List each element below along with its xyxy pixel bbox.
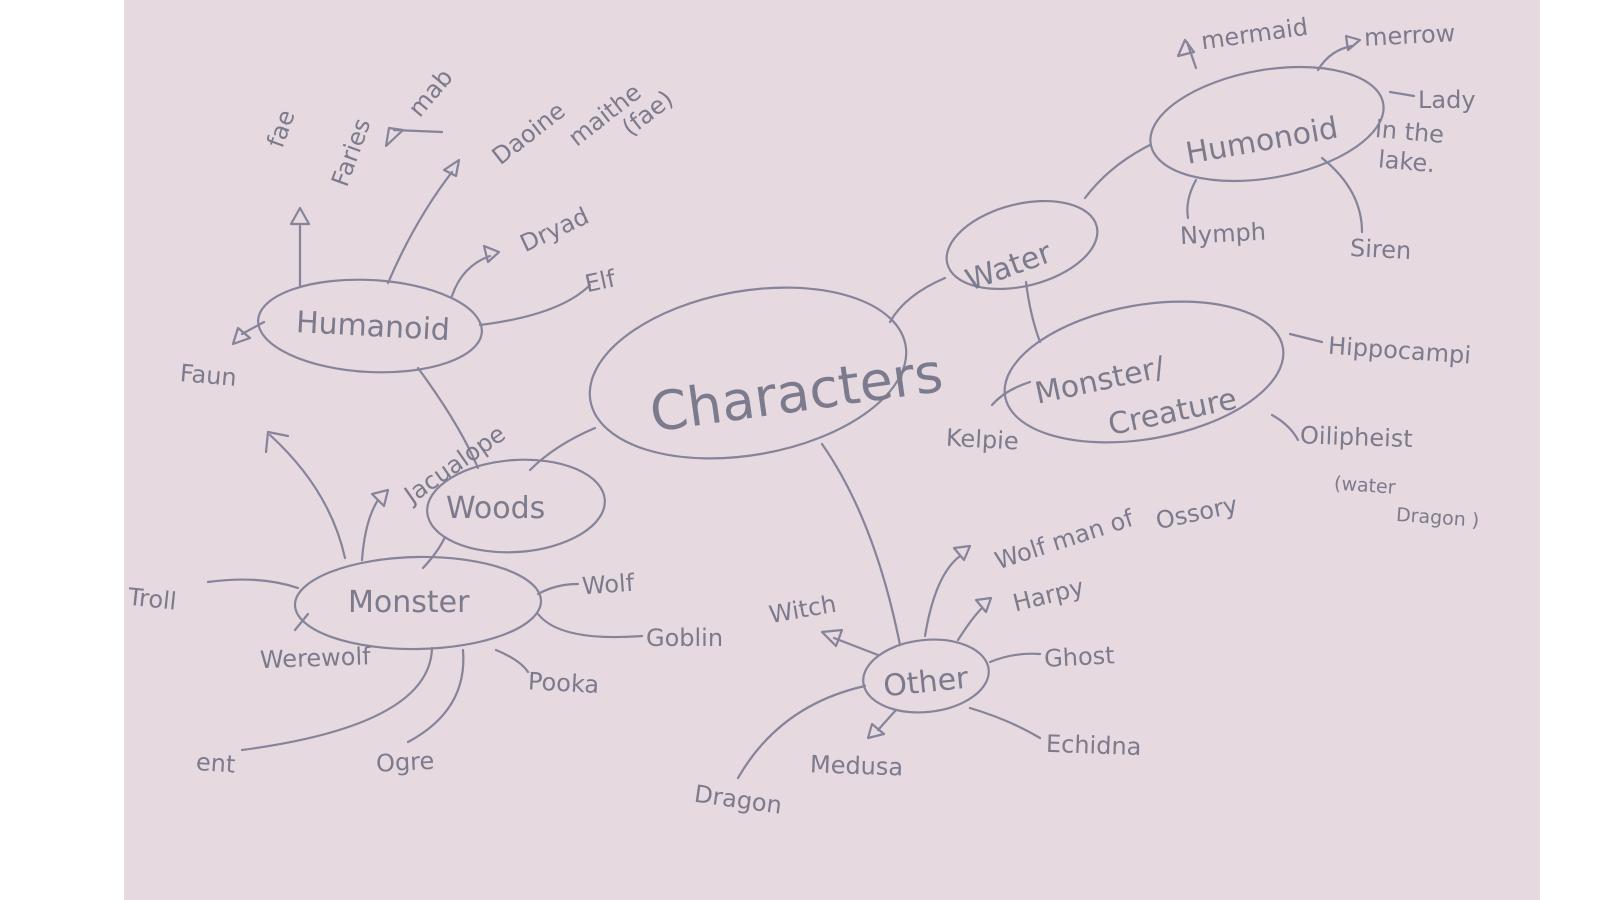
line-lady <box>1388 90 1416 98</box>
line-hippocampi <box>1288 332 1324 344</box>
line-dragon <box>736 684 867 780</box>
labels: Characters Water Humonoid mermaid merrow… <box>126 13 1480 820</box>
arrow-wolfman <box>952 544 972 562</box>
leaf-water-paren: (water <box>1333 473 1396 499</box>
leaf-siren: Siren <box>1349 234 1412 265</box>
line-troll <box>206 578 300 590</box>
woods-humanoid-label: Humanoid <box>295 305 451 348</box>
leaf-dragon-paren: Dragon ) <box>1395 504 1480 532</box>
leaf-ent: ent <box>195 748 236 779</box>
line-wolf <box>536 582 580 596</box>
leaf-hippocampi: Hippocampi <box>1327 332 1472 370</box>
line-echidna <box>968 706 1042 740</box>
line-witch <box>832 636 880 657</box>
bubble-characters <box>588 286 908 460</box>
arrow-merrow <box>1344 34 1362 52</box>
bubble-woods-humanoid <box>257 278 483 374</box>
line-wolfman <box>923 554 962 638</box>
leaf-echidna: Echidna <box>1046 730 1142 761</box>
arrow-medusa <box>866 722 886 740</box>
leaf-troll: Troll <box>126 583 178 616</box>
arrow-up <box>264 430 290 454</box>
leaf-nymph: Nymph <box>1179 218 1266 250</box>
line-ent <box>240 646 434 752</box>
leaf-medusa: Medusa <box>810 750 904 781</box>
arrow-daoine <box>442 158 461 178</box>
leaf-faun: Faun <box>179 359 238 392</box>
line-siren <box>1320 156 1364 234</box>
water-humanoid-label: Humonoid <box>1183 111 1341 172</box>
line-characters-water <box>888 276 947 324</box>
line-oilipheist <box>1270 413 1300 442</box>
line-goblin <box>536 612 644 639</box>
arrow-witch <box>820 628 844 648</box>
leaf-daoine: Daoine <box>487 96 571 170</box>
arrow-faun <box>231 326 252 346</box>
leaf-lady: Lady <box>1418 86 1476 114</box>
line-medusa <box>876 708 898 732</box>
line-water-monster <box>1024 280 1042 344</box>
line-ghost <box>988 652 1042 664</box>
leaf-lake: lake. <box>1377 145 1436 178</box>
line-water-humanoid <box>1083 143 1152 200</box>
woods-label: Woods <box>446 491 545 526</box>
leaf-mab: mab <box>403 63 459 122</box>
connectors <box>206 34 1416 780</box>
leaf-ogre: Ogre <box>375 747 435 778</box>
line-elf <box>478 283 592 327</box>
line-faun <box>240 320 266 336</box>
line-kelpie <box>990 380 1032 407</box>
bubbles <box>257 65 1385 714</box>
line-characters-other <box>820 442 902 647</box>
arrow-harpy <box>974 596 993 614</box>
leaf-merrow: merrow <box>1363 19 1456 52</box>
woods-monster-label: Monster <box>348 585 470 620</box>
leaf-pooka: Pooka <box>527 667 600 699</box>
line-jacualope <box>360 498 380 562</box>
line-daoine <box>386 170 454 285</box>
arrow-jacualope <box>370 488 390 508</box>
leaf-wolf: Wolf <box>581 569 636 601</box>
leaf-ghost: Ghost <box>1043 641 1115 673</box>
arrow-faries <box>289 206 311 226</box>
bubble-woods <box>426 458 606 554</box>
leaf-kelpie: Kelpie <box>945 424 1019 456</box>
bubble-water-humanoid <box>1149 65 1385 183</box>
line-woods-monster <box>421 535 447 570</box>
leaf-harpy: Harpy <box>1010 573 1087 618</box>
arrow-mermaid <box>1176 38 1196 58</box>
arrow-dryad <box>482 244 501 264</box>
line-harpy <box>956 606 984 642</box>
other-label: Other <box>882 661 971 705</box>
leaf-in-the: in the <box>1374 115 1445 149</box>
bubble-water-monster <box>1003 300 1285 444</box>
line-characters-woods <box>528 426 597 472</box>
line-werewolf <box>293 612 310 632</box>
leaf-fae: fae <box>261 106 300 151</box>
line-nymph <box>1186 178 1198 220</box>
bubble-woods-monster <box>293 555 543 651</box>
leaf-goblin: Goblin <box>646 624 723 652</box>
arrow-mab <box>384 126 405 148</box>
leaf-wolfman-1: Wolf man of <box>991 504 1137 575</box>
leaf-wolfman-2: Ossory <box>1153 491 1240 536</box>
line-up-arrow <box>268 433 347 560</box>
leaf-faries: Faries <box>326 115 376 190</box>
line-pooka <box>494 648 530 674</box>
leaf-mermaid: mermaid <box>1199 13 1309 56</box>
line-dryad <box>450 254 492 298</box>
leaf-oilipheist: Oilipheist <box>1300 421 1414 453</box>
bubble-water <box>945 199 1099 291</box>
leaf-witch: Witch <box>767 590 839 629</box>
leaf-dryad: Dryad <box>516 202 594 258</box>
leaf-dragon: Dragon <box>692 780 783 820</box>
leaf-elf: Elf <box>582 264 618 298</box>
bubble-other <box>862 638 990 714</box>
line-woods-humanoid <box>416 366 480 470</box>
leaf-werewolf: Werewolf <box>259 642 371 674</box>
paper-background <box>124 0 1540 900</box>
line-ogre <box>406 648 465 744</box>
center-label: Characters <box>646 341 947 444</box>
